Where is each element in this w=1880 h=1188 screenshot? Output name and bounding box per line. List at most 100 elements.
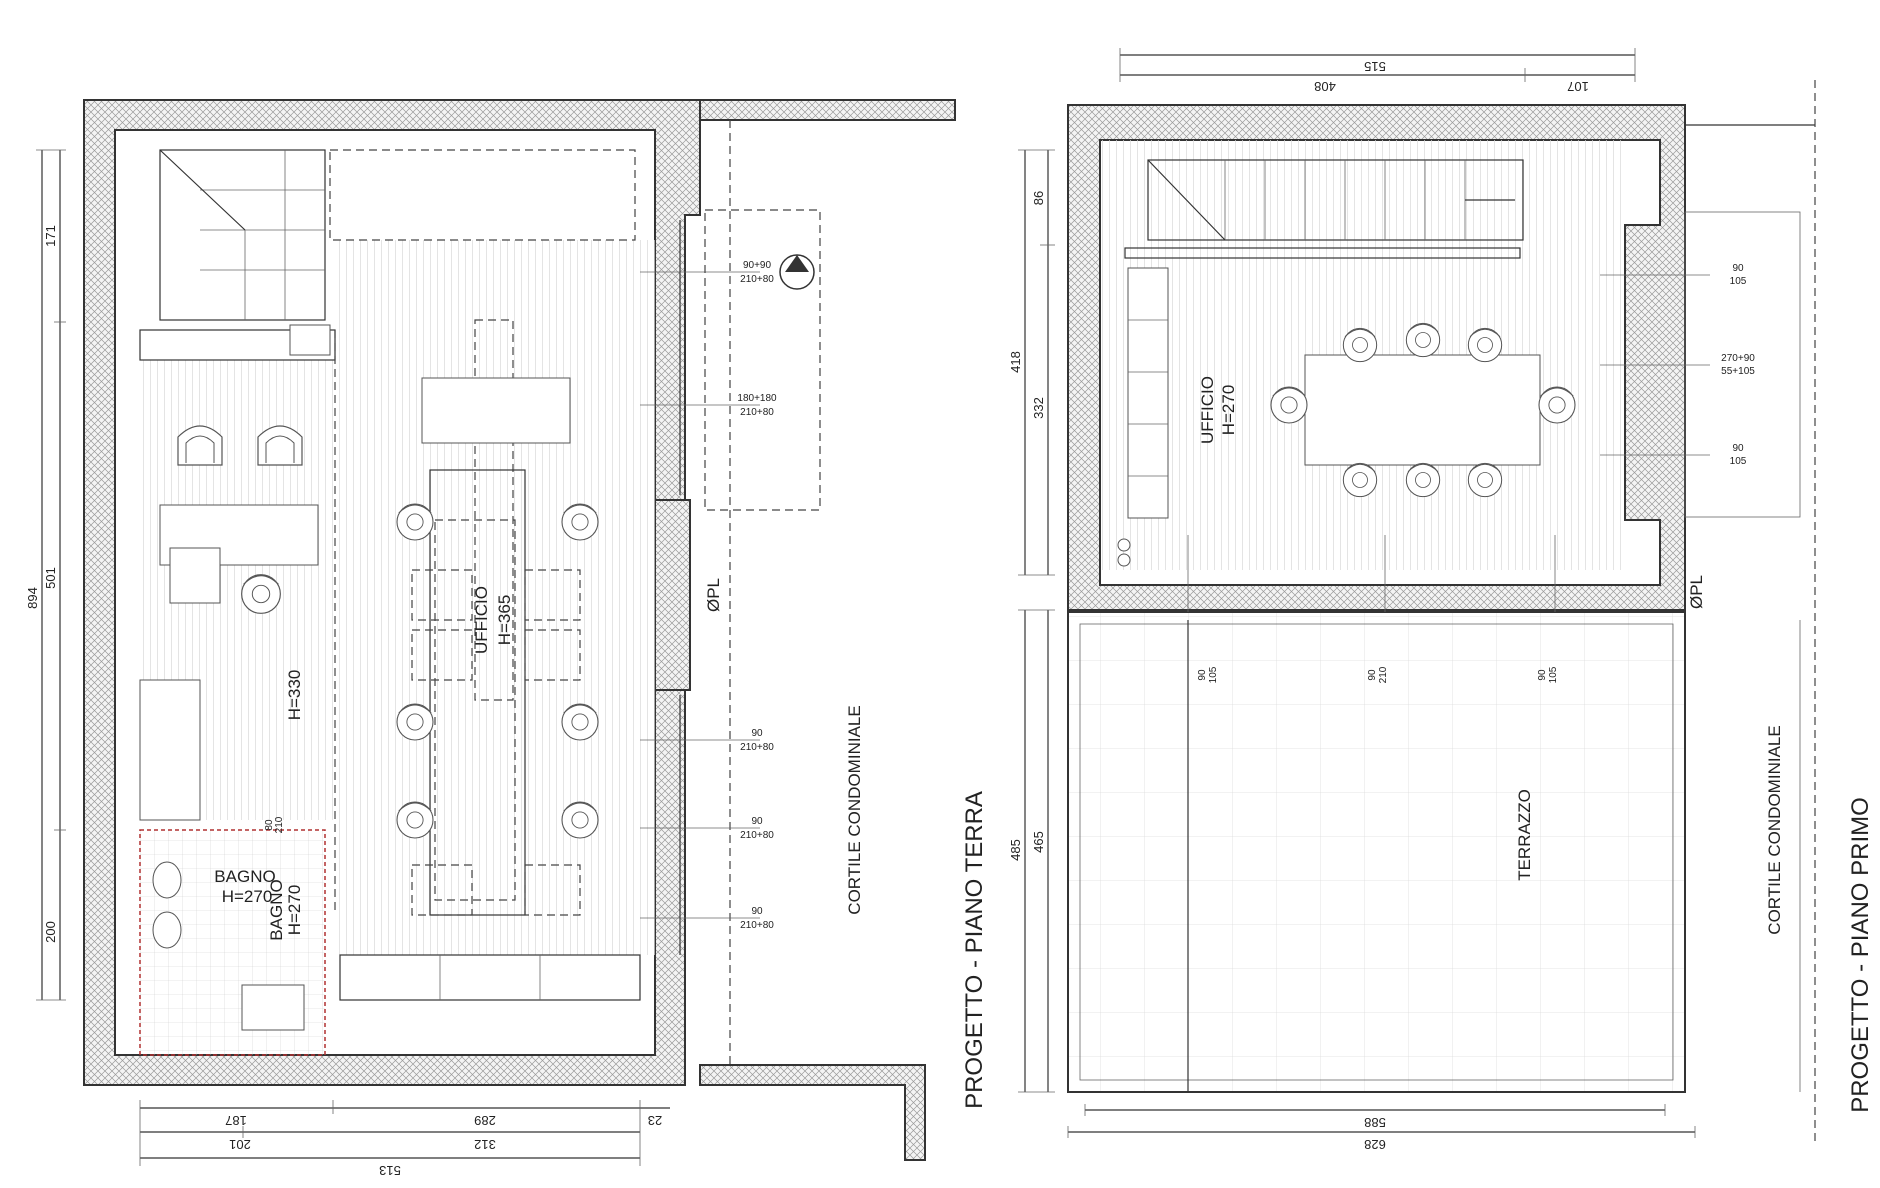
dim-201: 201 [229, 1137, 251, 1152]
north-arrow-head [785, 255, 809, 272]
door-b1-bottom: 105 [1208, 666, 1219, 683]
first-left-dimensions: 86 418 332 485 465 [1008, 149, 1055, 1093]
dim-332: 332 [1031, 397, 1046, 419]
window-3-bottom: 210+80 [740, 742, 774, 753]
dim-200: 200 [43, 921, 58, 943]
annex-wall-bottom [699, 1064, 926, 1161]
first-courtyard-label: CORTILE CONDOMINIALE [1765, 725, 1784, 934]
meeting-table-icon [1304, 354, 1541, 466]
chair-icon [396, 801, 434, 839]
dim-515: 515 [1364, 59, 1386, 74]
door-b2-top: 90 [1367, 669, 1378, 681]
window-r3-bottom: 105 [1730, 456, 1747, 467]
desk-cell [524, 569, 581, 621]
armchair-icon [257, 425, 303, 466]
window-1-bottom: 210+80 [740, 274, 774, 285]
dim-588: 588 [1364, 1115, 1386, 1130]
dim-408: 408 [1314, 79, 1336, 94]
dim-23: 23 [648, 1113, 662, 1128]
terrace-area [1067, 611, 1686, 1093]
chair-icon [1405, 462, 1441, 498]
workbench-left [429, 469, 526, 916]
chair-icon [1538, 386, 1576, 424]
riser-icon [1117, 538, 1131, 552]
desk-cell [524, 864, 581, 916]
window-r3-top: 90 [1732, 443, 1744, 454]
kitchenette-icon [289, 324, 331, 356]
dim-171: 171 [43, 225, 58, 247]
chair-icon [1270, 386, 1308, 424]
window-r1-bottom: 105 [1730, 276, 1747, 287]
workbench-outline [434, 519, 516, 901]
first-floor-title: PROGETTO - PIANO PRIMO [1847, 797, 1874, 1113]
ground-floor-title: PROGETTO - PIANO TERRA [961, 791, 988, 1109]
dim-289: 289 [474, 1113, 496, 1128]
first-floor-labels: UFFICIO H=270 TERRAZZO CORTILE CONDOMINI… [1197, 263, 1874, 1113]
window-4-top: 90 [751, 816, 763, 827]
pl-pillar [654, 499, 691, 691]
ground-floor-labels: UFFICIO H=365 H=330 BAGNO H=270 BAGNO H=… [214, 260, 988, 1109]
side-table-icon [169, 547, 221, 604]
desk-cell [524, 629, 581, 681]
desk-cell [411, 629, 473, 681]
bath-door-bottom: 210 [274, 816, 285, 833]
canopy-outline-first [1684, 211, 1801, 518]
bath-height: H=270 [222, 887, 273, 906]
desk-cell [411, 864, 473, 916]
chair-icon [1405, 322, 1441, 358]
door-b1-top: 90 [1197, 669, 1208, 681]
bath-name-vertical: BAGNO [267, 879, 286, 940]
stair-void-outline [329, 149, 636, 241]
desk-cell [411, 569, 473, 621]
dim-187: 187 [225, 1113, 247, 1128]
first-stairs-icon [1147, 159, 1524, 241]
window-r2-bottom: 55+105 [1721, 366, 1755, 377]
first-bottom-dimensions: 588 628 [1067, 1104, 1696, 1152]
canopy-outline [704, 209, 821, 511]
dim-86: 86 [1031, 191, 1046, 205]
dim-628: 628 [1364, 1137, 1386, 1152]
door-b3-top: 90 [1537, 669, 1548, 681]
first-office-name: UFFICIO [1198, 376, 1217, 444]
dim-485: 485 [1008, 839, 1023, 861]
secondary-height: H=330 [285, 670, 304, 721]
dim-513: 513 [379, 1163, 401, 1178]
window-3-top: 90 [751, 728, 763, 739]
ground-floor-plan [83, 99, 956, 1161]
stair-balustrade [1124, 247, 1521, 259]
door-b3-bottom: 105 [1548, 666, 1559, 683]
door-b2-bottom: 210 [1378, 666, 1389, 683]
first-top-dimensions: 515 408 107 [1119, 48, 1636, 94]
chair-icon [1342, 327, 1378, 363]
window-r1-top: 90 [1732, 263, 1744, 274]
sofa-icon [421, 377, 571, 444]
chair-icon [396, 703, 434, 741]
ground-courtyard-label: CORTILE CONDOMINIALE [845, 705, 864, 914]
light-track-outline [474, 319, 514, 701]
riser-icon [1117, 553, 1131, 567]
chair-icon [561, 703, 599, 741]
dim-894: 894 [25, 587, 40, 609]
bath-door-top: 80 [264, 819, 275, 831]
window-2-bottom: 210+80 [740, 407, 774, 418]
sink-icon [241, 984, 305, 1031]
toilet-icon [152, 861, 182, 899]
annex-wall-top [699, 99, 956, 121]
storage-cabinets [339, 954, 641, 1001]
stairs-icon [159, 149, 326, 321]
first-office-height: H=270 [1219, 385, 1238, 436]
window-2-top: 180+180 [737, 393, 777, 404]
window-5-top: 90 [751, 906, 763, 917]
chair-icon [1342, 462, 1378, 498]
chair-icon [1467, 462, 1503, 498]
first-pl-label: ØPL [1687, 575, 1706, 609]
window-r2-top: 270+90 [1721, 353, 1755, 364]
first-floor-plan [1067, 80, 1816, 1145]
ground-pl-label: ØPL [704, 578, 723, 612]
office-height: H=365 [495, 595, 514, 646]
bath-height-vertical: H=270 [285, 885, 304, 936]
window-4-bottom: 210+80 [740, 830, 774, 841]
bidet-icon [152, 911, 182, 949]
bath-name: BAGNO [214, 867, 275, 886]
